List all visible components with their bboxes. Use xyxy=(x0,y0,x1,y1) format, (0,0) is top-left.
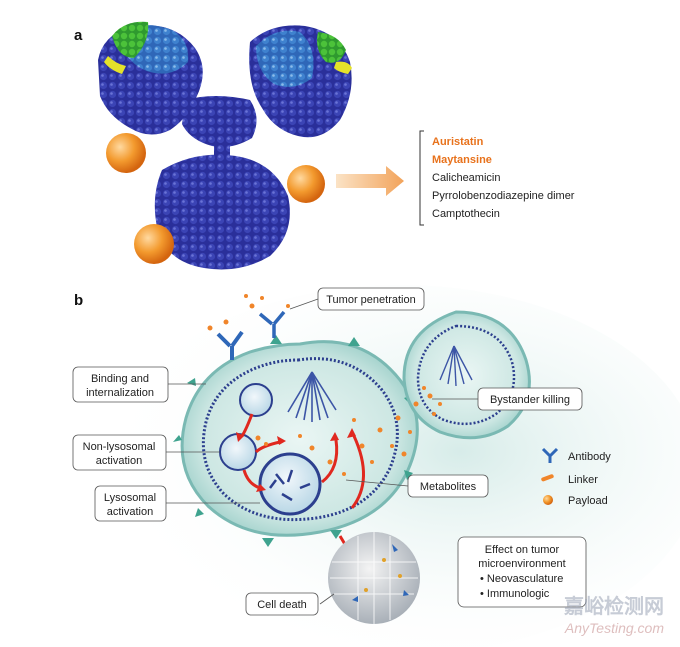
lysosome xyxy=(258,452,322,516)
svg-text:Non-lysosomal: Non-lysosomal xyxy=(83,441,156,453)
svg-text:Effect on tumor: Effect on tumor xyxy=(485,544,560,556)
callout-non-lysosomal-activation: Non-lysosomal activation xyxy=(72,434,167,471)
svg-text:Lysosomal: Lysosomal xyxy=(104,492,156,504)
arrow-to-list xyxy=(336,166,404,196)
legend: Antibody Linker Payload xyxy=(541,447,611,507)
list-bracket xyxy=(419,130,424,226)
panel-a-label: a xyxy=(74,27,83,44)
legend-antibody-label: Antibody xyxy=(568,451,611,463)
callout-tumor-penetration: Tumor penetration xyxy=(317,287,425,311)
antibody-molecule xyxy=(98,21,352,270)
payload-list-item: Camptothecin xyxy=(432,208,500,220)
svg-text:嘉峪检测网: 嘉峪检测网 xyxy=(563,594,664,618)
antibody-icon xyxy=(541,447,559,463)
callout-cell-death: Cell death xyxy=(245,592,319,616)
tumor-cell xyxy=(180,340,419,537)
svg-text:Metabolites: Metabolites xyxy=(420,481,477,493)
svg-text:Tumor penetration: Tumor penetration xyxy=(326,294,415,306)
svg-text:microenvironment: microenvironment xyxy=(478,558,565,570)
free-adc xyxy=(207,294,290,360)
payload-sphere xyxy=(287,165,325,203)
svg-text:internalization: internalization xyxy=(86,387,154,399)
payload-list: AuristatinMaytansineCalicheamicinPyrrolo… xyxy=(432,136,575,220)
process-arrows xyxy=(240,413,365,547)
metabolite-dots xyxy=(255,415,412,476)
callout-lysosomal-activation: Lysosomal activation xyxy=(94,485,167,522)
watermark: 嘉峪检测网 AnyTesting.com xyxy=(563,594,664,636)
payload-list-item: Pyrrolobenzodiazepine dimer xyxy=(432,190,575,202)
svg-text:• Immunologic: • Immunologic xyxy=(480,588,550,600)
svg-text:activation: activation xyxy=(107,506,153,518)
effect-on-tumor-box: Effect on tumor microenvironment • Neova… xyxy=(457,536,587,608)
legend-linker-label: Linker xyxy=(568,474,598,486)
svg-text:activation: activation xyxy=(96,455,142,467)
callout-lines xyxy=(166,298,478,605)
payload-list-item: Auristatin xyxy=(432,136,484,148)
svg-text:Cell death: Cell death xyxy=(257,599,307,611)
legend-payload-label: Payload xyxy=(568,495,608,507)
callout-metabolites: Metabolites xyxy=(407,474,489,498)
linker-icon xyxy=(541,474,554,482)
endosome xyxy=(239,383,273,417)
payload-icon xyxy=(543,495,553,505)
payload-list-item: Calicheamicin xyxy=(432,172,500,184)
svg-text:Binding and: Binding and xyxy=(91,373,149,385)
svg-text:AnyTesting.com: AnyTesting.com xyxy=(564,620,664,636)
panel-b-label: b xyxy=(74,292,83,309)
dying-cell xyxy=(328,532,420,624)
callout-binding-internalization: Binding and internalization xyxy=(72,366,169,403)
svg-text:Bystander killing: Bystander killing xyxy=(490,394,570,406)
payload-list-item: Maytansine xyxy=(432,154,492,166)
svg-text:• Neovasculature: • Neovasculature xyxy=(480,573,563,585)
payload-sphere xyxy=(106,133,146,173)
lysosome-contents xyxy=(269,469,311,502)
callout-bystander-killing: Bystander killing xyxy=(477,387,583,411)
chromosomes xyxy=(287,371,337,422)
payload-sphere xyxy=(134,224,174,264)
bystander-cell xyxy=(402,310,531,440)
